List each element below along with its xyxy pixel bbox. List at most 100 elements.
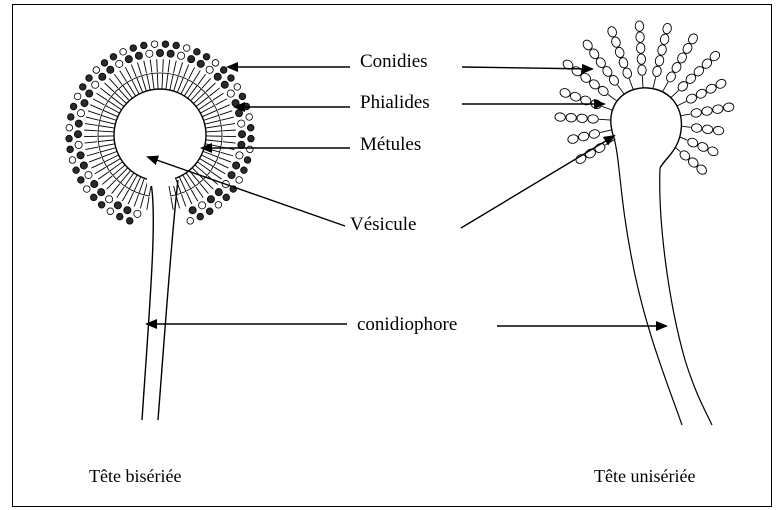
conidium	[659, 33, 670, 45]
metule	[166, 74, 168, 90]
metule	[206, 140, 222, 142]
phialide	[223, 142, 236, 143]
phialide	[219, 157, 231, 162]
phialide	[217, 162, 229, 168]
phialide	[600, 130, 612, 133]
conidium	[228, 75, 235, 82]
conidium	[98, 201, 105, 208]
conidium	[654, 55, 665, 67]
phialide	[144, 61, 147, 74]
phialide	[98, 172, 109, 180]
uniseriate-vesicle	[611, 88, 682, 168]
biseriate-vesicle	[114, 89, 206, 181]
phialide	[179, 62, 183, 74]
phialide	[109, 78, 118, 88]
conidium	[610, 36, 621, 49]
phialide	[181, 194, 185, 206]
metule	[205, 144, 221, 147]
phialide	[86, 117, 99, 120]
arrow-vesicule-right	[461, 136, 614, 228]
conidium	[652, 65, 663, 77]
phialide	[107, 180, 116, 189]
phialide	[602, 106, 613, 110]
phialide	[200, 184, 208, 194]
phialide	[140, 196, 143, 209]
conidium	[77, 110, 84, 117]
phialide	[100, 88, 110, 96]
metule	[139, 178, 144, 193]
phialide	[642, 76, 643, 88]
conidium	[621, 67, 632, 80]
conidium	[578, 131, 590, 142]
phialide	[93, 99, 104, 105]
metule	[174, 76, 179, 91]
conidium	[67, 146, 74, 153]
conidium	[81, 99, 88, 106]
phialide	[122, 190, 128, 201]
conidium	[206, 66, 213, 73]
label-vesicule: Vésicule	[350, 215, 416, 234]
metule	[115, 93, 127, 104]
phialide	[95, 167, 106, 174]
conidium	[151, 41, 158, 48]
conidium	[212, 60, 219, 67]
conidium	[106, 196, 113, 203]
metule	[113, 165, 125, 175]
conidium	[107, 66, 114, 73]
phialide	[196, 187, 203, 198]
metule	[111, 97, 124, 107]
phialide	[85, 124, 98, 126]
metule	[98, 131, 114, 132]
conidium	[120, 49, 127, 56]
conidium	[567, 134, 579, 145]
conidium	[86, 90, 93, 97]
arrow-vesicule-left	[148, 157, 345, 226]
conidium	[690, 108, 702, 118]
conidium	[107, 208, 114, 215]
conidium	[75, 141, 82, 148]
conidium	[99, 73, 106, 80]
conidium	[227, 90, 234, 97]
phialide	[662, 82, 668, 92]
phialide	[90, 105, 102, 110]
phialide	[173, 61, 176, 74]
conidium	[197, 213, 204, 220]
conidium	[566, 113, 577, 122]
phialide	[88, 111, 100, 115]
conidium	[238, 131, 245, 138]
metule	[188, 85, 198, 98]
metule	[204, 115, 219, 120]
conidium	[635, 21, 644, 32]
conidium	[221, 81, 228, 88]
conidium	[203, 53, 210, 60]
phialide	[171, 197, 173, 210]
metule	[99, 144, 115, 147]
conidium	[70, 103, 77, 110]
metule	[205, 126, 221, 128]
phialide	[157, 59, 158, 72]
phialide	[184, 65, 189, 77]
phialide	[220, 111, 232, 115]
metule	[147, 74, 150, 90]
conidium	[124, 207, 131, 214]
conidium	[244, 157, 251, 164]
conidium	[130, 45, 137, 52]
metule	[101, 115, 116, 120]
phialide	[85, 147, 98, 149]
phialide	[204, 180, 213, 189]
conidium	[248, 135, 255, 142]
phialide	[186, 192, 191, 204]
biseriate-head	[66, 41, 254, 224]
conidium	[214, 73, 221, 80]
conidium	[90, 194, 97, 201]
conidium	[618, 56, 629, 69]
phialide	[134, 194, 138, 206]
conidium	[702, 125, 713, 135]
conidium	[636, 43, 645, 54]
metule	[142, 76, 147, 91]
metule	[197, 162, 210, 171]
phialide	[213, 93, 224, 100]
metule	[191, 89, 202, 101]
label-conidies: Conidies	[360, 52, 428, 71]
